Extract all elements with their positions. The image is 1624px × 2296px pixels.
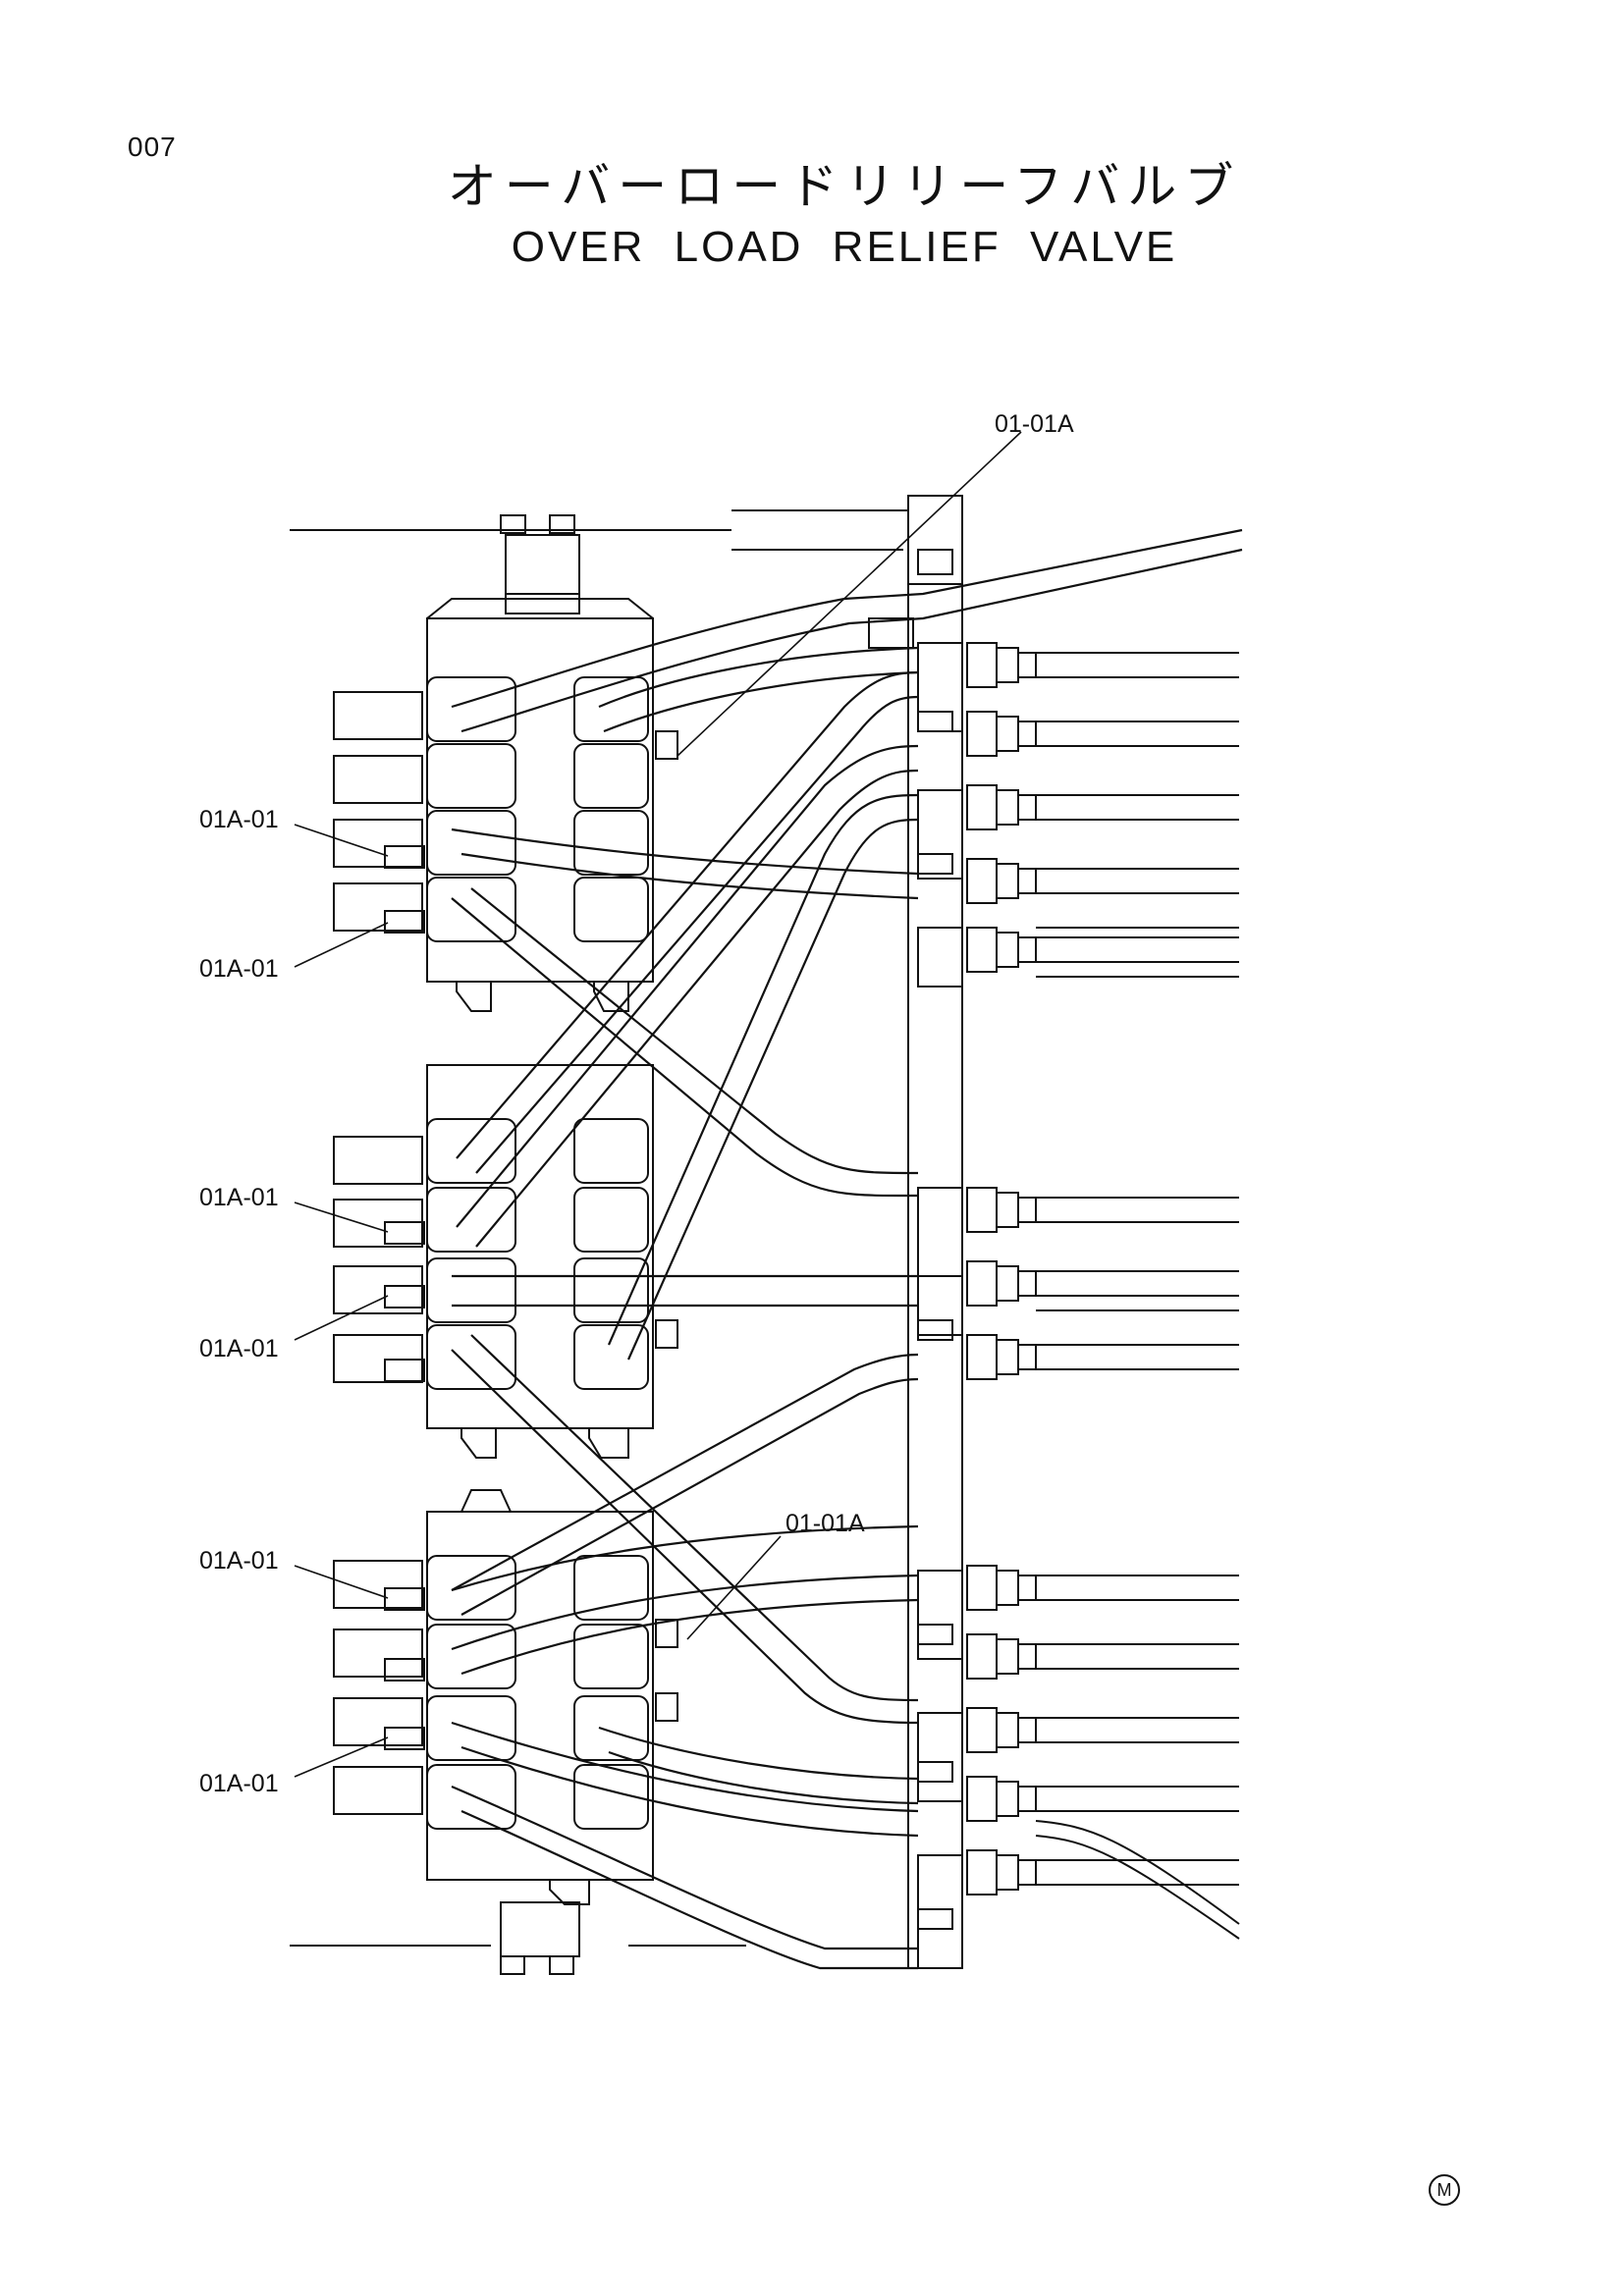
leader-lines bbox=[294, 431, 1022, 1778]
title-japanese: オーバーロードリリーフバルブ bbox=[447, 158, 1242, 215]
callout-top-right: 01-01A bbox=[995, 410, 1074, 438]
block-right-fittings bbox=[655, 730, 678, 1722]
title-block: オーバーロードリリーフバルブ OVER LOAD RELIEF VALVE bbox=[0, 157, 1624, 275]
callout-left-3: 01A-01 bbox=[199, 1184, 279, 1211]
centerlines bbox=[290, 509, 908, 1947]
bottom-mount-block bbox=[500, 1901, 580, 1975]
page-number: 007 bbox=[128, 132, 177, 162]
connector-fittings bbox=[966, 642, 1037, 1896]
valve-block-1 bbox=[333, 598, 654, 1012]
callout-left-2: 01A-01 bbox=[199, 955, 279, 983]
manifold-rail bbox=[868, 495, 963, 1969]
valve-block-3 bbox=[333, 1489, 654, 1905]
callout-labels: 01-01A 01A-01 01A-01 01A-01 01A-01 01A-0… bbox=[199, 410, 1074, 1797]
callout-left-5: 01A-01 bbox=[199, 1547, 279, 1575]
top-mount-block bbox=[500, 514, 580, 614]
right-lines bbox=[1035, 652, 1240, 1940]
callout-left-1: 01A-01 bbox=[199, 806, 279, 833]
valve-block-2 bbox=[333, 1064, 654, 1459]
title-english: OVER LOAD RELIEF VALVE bbox=[511, 223, 1178, 271]
callout-mid-right: 01-01A bbox=[785, 1510, 865, 1537]
relief-valve-fittings bbox=[384, 845, 425, 1750]
callout-left-6: 01A-01 bbox=[199, 1770, 279, 1797]
hoses bbox=[451, 528, 1243, 1970]
callout-left-4: 01A-01 bbox=[199, 1335, 279, 1362]
m-mark: M bbox=[1429, 2174, 1460, 2206]
